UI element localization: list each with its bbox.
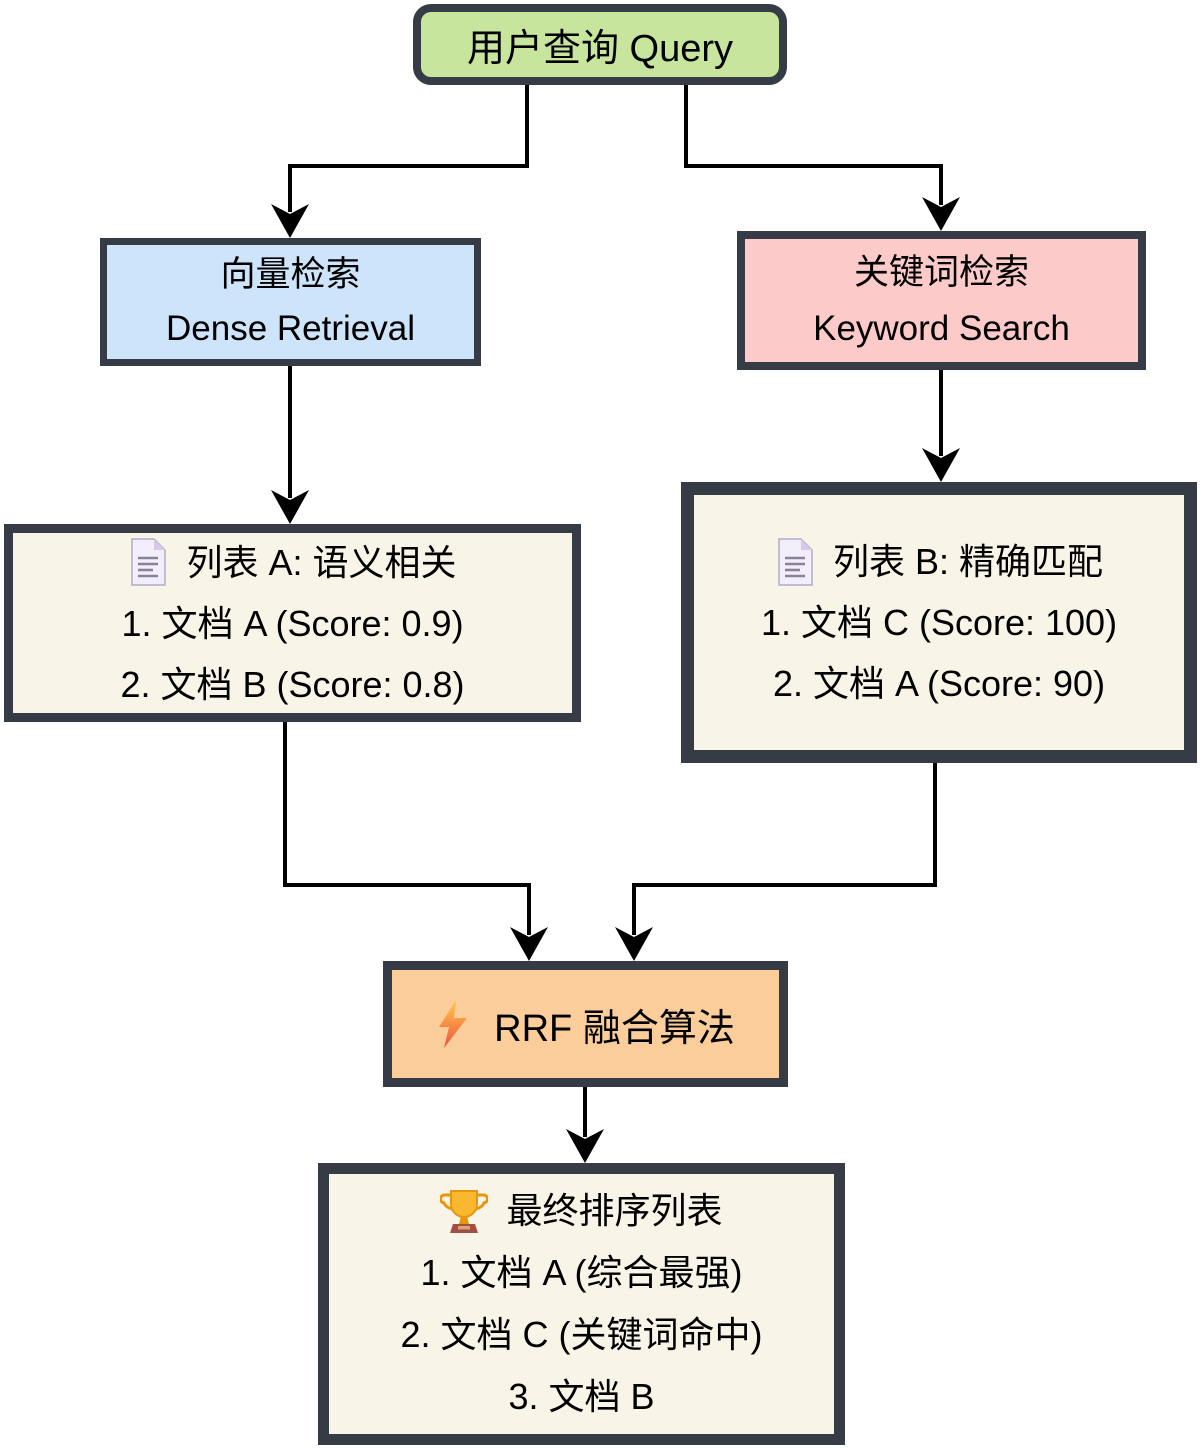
edge-query-to-dense [271,84,529,238]
arrowhead-icon [922,448,960,482]
node-label: RRF 融合算法 [494,1007,735,1050]
node-label-en: Dense Retrieval [166,309,415,348]
document-icon [778,537,813,586]
list-item: 2. 文档 C (关键词命中) [400,1314,763,1355]
list-b-title-row: 列表 B: 精确匹配 [775,531,1103,592]
list-item: 3. 文档 B [508,1376,655,1417]
list-item: 2. 文档 B (Score: 0.8) [120,663,465,705]
edge-query-to-keyword [684,84,960,231]
node-list-a: 列表 A: 语义相关 1. 文档 A (Score: 0.9) 2. 文档 B … [4,524,581,722]
node-rrf-fusion: RRF 融合算法 [383,961,788,1087]
arrowhead-icon [271,490,309,524]
arrowhead-icon [922,197,960,231]
node-label-zh: 向量检索 [220,255,361,294]
list-item: 1. 文档 C (Score: 100) [760,602,1118,643]
arrowhead-icon [566,1129,604,1163]
list-title: 列表 A: 语义相关 [186,541,457,583]
edge-list-b-to-rrf [615,763,937,961]
arrowhead-icon [271,204,309,238]
edge-rrf-to-final [566,1087,604,1163]
list-item: 1. 文档 A (Score: 0.9) [121,602,464,644]
edge-dense-to-list-a [271,366,309,524]
node-label-zh: 关键词检索 [853,252,1029,292]
list-item: 2. 文档 A (Score: 90) [772,663,1106,704]
document-icon [131,538,167,586]
list-title: 列表 B: 精确匹配 [832,541,1104,582]
arrowhead-icon [510,927,548,961]
node-keyword-search: 关键词检索 Keyword Search [737,231,1146,370]
node-label-en: Keyword Search [813,308,1070,348]
node-user-query: 用户查询 Query [413,4,787,85]
edge-keyword-to-list-b [922,370,960,482]
node-dense-retrieval: 向量检索 Dense Retrieval [100,238,481,366]
list-item: 1. 文档 A (综合最强) [420,1252,743,1293]
node-final-ranking: 最终排序列表 1. 文档 A (综合最强) 2. 文档 C (关键词命中) 3.… [318,1163,845,1445]
list-a-title-row: 列表 A: 语义相关 [128,532,457,593]
node-label: 用户查询 Query [466,28,734,70]
node-list-b: 列表 B: 精确匹配 1. 文档 C (Score: 100) 2. 文档 A … [681,482,1197,763]
edge-list-a-to-rrf [283,722,548,961]
arrowhead-icon [615,927,653,961]
lightning-icon [439,1000,468,1048]
trophy-icon [440,1190,489,1233]
final-title-row: 最终排序列表 [440,1180,723,1242]
final-title: 最终排序列表 [506,1190,723,1231]
